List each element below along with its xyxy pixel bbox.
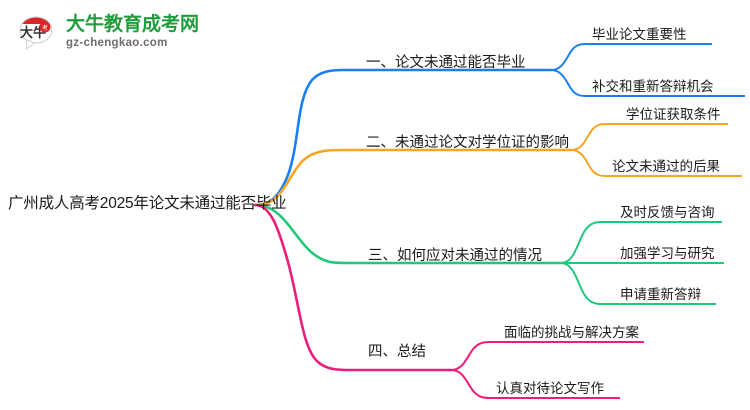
mindmap-branch-node-4[interactable]: 四、总结 (368, 344, 426, 360)
mindmap-leaf-node-2-1[interactable]: 学位证获取条件 (626, 107, 721, 122)
logo-title: 大牛教育成考网 (66, 13, 200, 35)
mindmap-branch-node-1[interactable]: 一、论文未通过能否毕业 (366, 55, 526, 71)
logo-url: gz-chengkao.com (66, 36, 168, 49)
daniu-bull-logo-icon: 大牛 考 (14, 10, 58, 54)
mindmap-leaf-node-1-2[interactable]: 补交和重新答辩机会 (592, 79, 714, 94)
mindmap-branch-node-2[interactable]: 二、未通过论文对学位证的影响 (366, 135, 569, 151)
mindmap-leaf-node-3-3[interactable]: 申请重新答辩 (620, 287, 701, 302)
mindmap-leaf-node-4-1[interactable]: 面临的挑战与解决方案 (504, 325, 639, 340)
mindmap-leaf-node-3-2[interactable]: 加强学习与研究 (620, 246, 715, 261)
mindmap-root-node[interactable]: 广州成人高考2025年论文未通过能否毕业 (8, 195, 287, 212)
mindmap-leaf-node-1-1[interactable]: 毕业论文重要性 (592, 27, 687, 42)
mindmap-branch-node-3[interactable]: 三、如何应对未通过的情况 (368, 248, 542, 264)
logo-text: 大牛教育成考网 gz-chengkao.com (66, 15, 199, 50)
svg-text:考: 考 (42, 24, 48, 32)
mindmap-leaf-node-4-2[interactable]: 认真对待论文写作 (496, 381, 604, 396)
svg-text:大牛: 大牛 (20, 25, 46, 41)
mindmap-leaf-node-3-1[interactable]: 及时反馈与咨询 (620, 205, 715, 220)
branch-4-wires (253, 203, 644, 399)
mindmap-leaf-node-2-2[interactable]: 论文未通过的后果 (612, 159, 720, 174)
site-logo[interactable]: 大牛 考 大牛教育成考网 gz-chengkao.com (14, 8, 204, 56)
